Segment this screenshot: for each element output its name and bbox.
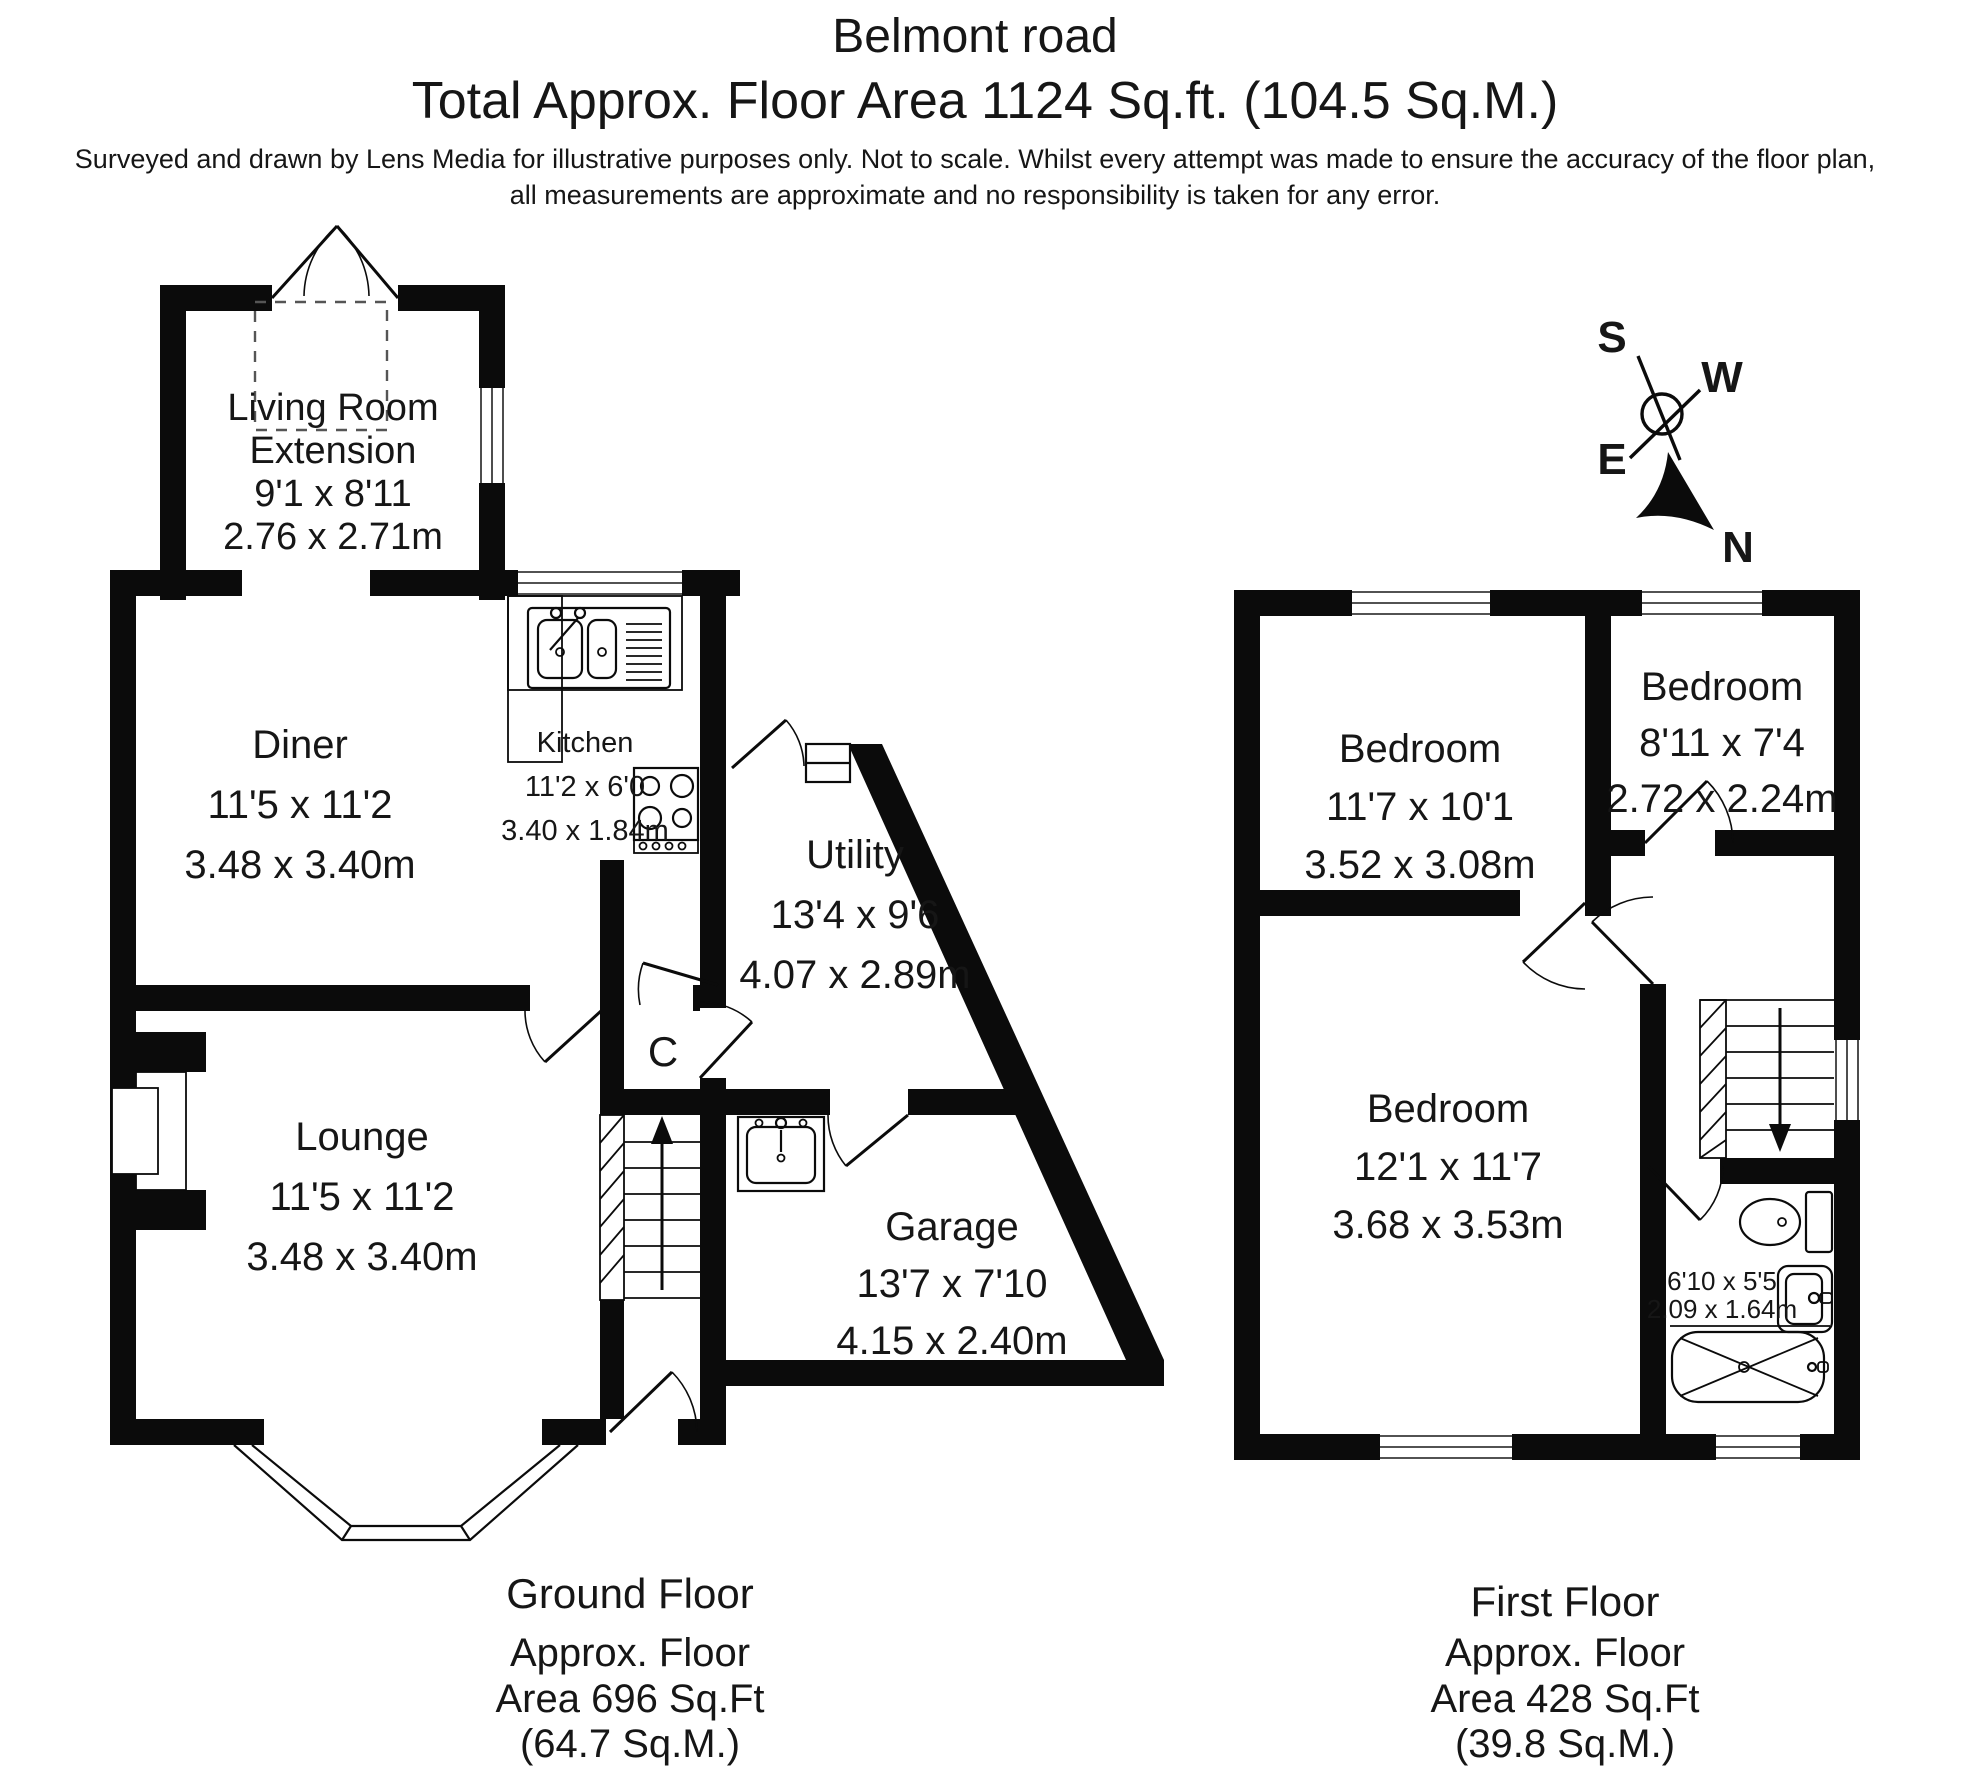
lounge-dims-imperial: 11'5 x 11'2 bbox=[269, 1175, 454, 1219]
bedroom-small-door bbox=[1643, 779, 1734, 845]
bathroom-door bbox=[1646, 1164, 1724, 1222]
ground-floor-caption-line2: Area 696 Sq.Ft bbox=[495, 1677, 764, 1721]
bedroom-rear-label: Bedroom bbox=[1339, 727, 1501, 771]
extension-dims-imperial: 9'1 x 8'11 bbox=[254, 473, 411, 515]
ground-floor-title: Ground Floor bbox=[506, 1570, 753, 1617]
extension-label-line2: Extension bbox=[250, 430, 417, 472]
first-floor-windows bbox=[1352, 590, 1860, 1460]
first-floor-plan: Bedroom 11'7 x 10'1 3.52 x 3.08m Bedroom… bbox=[1234, 590, 1860, 1460]
kitchen-dims-metric: 3.40 x 1.84m bbox=[501, 815, 669, 847]
first-floor-caption: First Floor Approx. Floor Area 428 Sq.Ft… bbox=[1430, 1578, 1699, 1766]
utility-dims-imperial: 13'4 x 9'6 bbox=[771, 893, 940, 937]
utility-hall-door bbox=[698, 1001, 754, 1080]
front-door bbox=[608, 1370, 698, 1434]
ground-floor-caption: Ground Floor Approx. Floor Area 696 Sq.F… bbox=[495, 1570, 764, 1766]
french-doors-icon bbox=[270, 224, 400, 300]
compass-east-label: E bbox=[1597, 435, 1626, 484]
kitchen-window bbox=[518, 570, 682, 596]
diner-dims-imperial: 11'5 x 11'2 bbox=[207, 783, 392, 827]
page-title: Belmont road bbox=[832, 10, 1118, 63]
bathroom-dims-imperial: 6'10 x 5'5 bbox=[1667, 1266, 1777, 1296]
first-floor-walls bbox=[1234, 590, 1860, 1460]
kitchen-sink-icon bbox=[526, 606, 672, 690]
garage-dims-imperial: 13'7 x 7'10 bbox=[857, 1262, 1048, 1306]
lounge-dims-metric: 3.48 x 3.40m bbox=[246, 1235, 477, 1279]
hob-icon bbox=[632, 766, 700, 854]
skylight-dashed-outline bbox=[253, 300, 389, 432]
extension-label-line1: Living Room bbox=[227, 387, 438, 429]
ground-floor-walls bbox=[110, 285, 1164, 1445]
compass-south-label: S bbox=[1597, 313, 1626, 362]
bedroom-rear-window bbox=[1352, 590, 1490, 616]
bedroom-rear-dims-imperial: 11'7 x 10'1 bbox=[1326, 785, 1514, 829]
bath-icon bbox=[1670, 1330, 1829, 1404]
bedroom-front-label: Bedroom bbox=[1367, 1087, 1529, 1131]
bedroom-rear-dims-metric: 3.52 x 3.08m bbox=[1304, 843, 1535, 887]
lounge-door bbox=[524, 1009, 603, 1064]
compass-needle bbox=[1636, 452, 1714, 530]
cupboard-label: C bbox=[648, 1028, 678, 1075]
first-floor-title: First Floor bbox=[1471, 1578, 1660, 1625]
bedroom-front-dims-metric: 3.68 x 3.53m bbox=[1332, 1203, 1563, 1247]
stairs-down-icon bbox=[1699, 999, 1834, 1159]
extension-window bbox=[479, 388, 505, 483]
bedroom-front-window bbox=[1380, 1434, 1512, 1460]
kitchen-label: Kitchen bbox=[537, 727, 634, 759]
garage-dims-metric: 4.15 x 2.40m bbox=[836, 1319, 1067, 1363]
first-floor-caption-line2: Area 428 Sq.Ft bbox=[1430, 1677, 1699, 1721]
ground-floor-doors bbox=[524, 718, 909, 1434]
first-floor-caption-line3: (39.8 Sq.M.) bbox=[1455, 1722, 1675, 1766]
bathroom-dims-metric: 2.09 x 1.64m bbox=[1647, 1294, 1797, 1324]
lounge-label: Lounge bbox=[295, 1115, 428, 1159]
total-area-subtitle: Total Approx. Floor Area 1124 Sq.ft. (10… bbox=[412, 72, 1559, 130]
compass-icon: S W E N bbox=[1597, 313, 1754, 572]
bedroom-small-dims-metric: 2.72 x 2.24m bbox=[1606, 777, 1837, 821]
hall-kitchen-door bbox=[637, 961, 719, 1006]
diner-dims-metric: 3.48 x 3.40m bbox=[184, 843, 415, 887]
utility-label: Utility bbox=[806, 833, 904, 877]
bedroom-small-dims-imperial: 8'11 x 7'4 bbox=[1639, 721, 1805, 765]
bedroom-small-window bbox=[1642, 590, 1762, 616]
kitchen-dims-imperial: 11'2 x 6'0 bbox=[525, 771, 645, 803]
disclaimer-line-1: Surveyed and drawn by Lens Media for ill… bbox=[75, 144, 1875, 174]
bedroom-front-dims-imperial: 12'1 x 11'7 bbox=[1354, 1145, 1542, 1189]
first-floor-room-labels: Bedroom 11'7 x 10'1 3.52 x 3.08m Bedroom… bbox=[1304, 665, 1837, 1324]
bedroom-rear-door bbox=[1521, 901, 1587, 990]
ground-floor-room-labels: Living Room Extension 9'1 x 8'11 2.76 x … bbox=[184, 387, 1067, 1363]
utility-garage-door bbox=[827, 1113, 909, 1168]
stairs-up-icon bbox=[599, 1114, 700, 1301]
ground-floor-plan: Living Room Extension 9'1 x 8'11 2.76 x … bbox=[110, 224, 1164, 1542]
utility-dims-metric: 4.07 x 2.89m bbox=[739, 953, 970, 997]
compass-west-label: W bbox=[1701, 353, 1743, 402]
bedroom-small-label: Bedroom bbox=[1641, 665, 1803, 709]
landing-window bbox=[1834, 1040, 1860, 1120]
bedroom-front-door bbox=[1590, 896, 1655, 986]
first-floor-caption-line1: Approx. Floor bbox=[1445, 1631, 1685, 1675]
garage-label: Garage bbox=[885, 1205, 1018, 1249]
diner-label: Diner bbox=[252, 723, 348, 767]
toilet-icon bbox=[1738, 1190, 1834, 1254]
ground-floor-caption-line1: Approx. Floor bbox=[510, 1631, 750, 1675]
bay-window bbox=[233, 1444, 579, 1542]
bathroom-window bbox=[1716, 1434, 1800, 1460]
ground-floor-windows bbox=[479, 388, 682, 596]
ground-floor-caption-line3: (64.7 Sq.M.) bbox=[520, 1722, 740, 1766]
back-door bbox=[731, 718, 852, 784]
disclaimer-line-2: all measurements are approximate and no … bbox=[510, 180, 1440, 210]
fireplace-icon bbox=[111, 1032, 206, 1230]
extension-dims-metric: 2.76 x 2.71m bbox=[223, 516, 443, 558]
header: Belmont road Total Approx. Floor Area 11… bbox=[75, 10, 1875, 210]
first-floor-doors bbox=[1521, 779, 1734, 1222]
utility-sink-icon bbox=[736, 1115, 826, 1193]
compass-north-label: N bbox=[1722, 523, 1754, 572]
